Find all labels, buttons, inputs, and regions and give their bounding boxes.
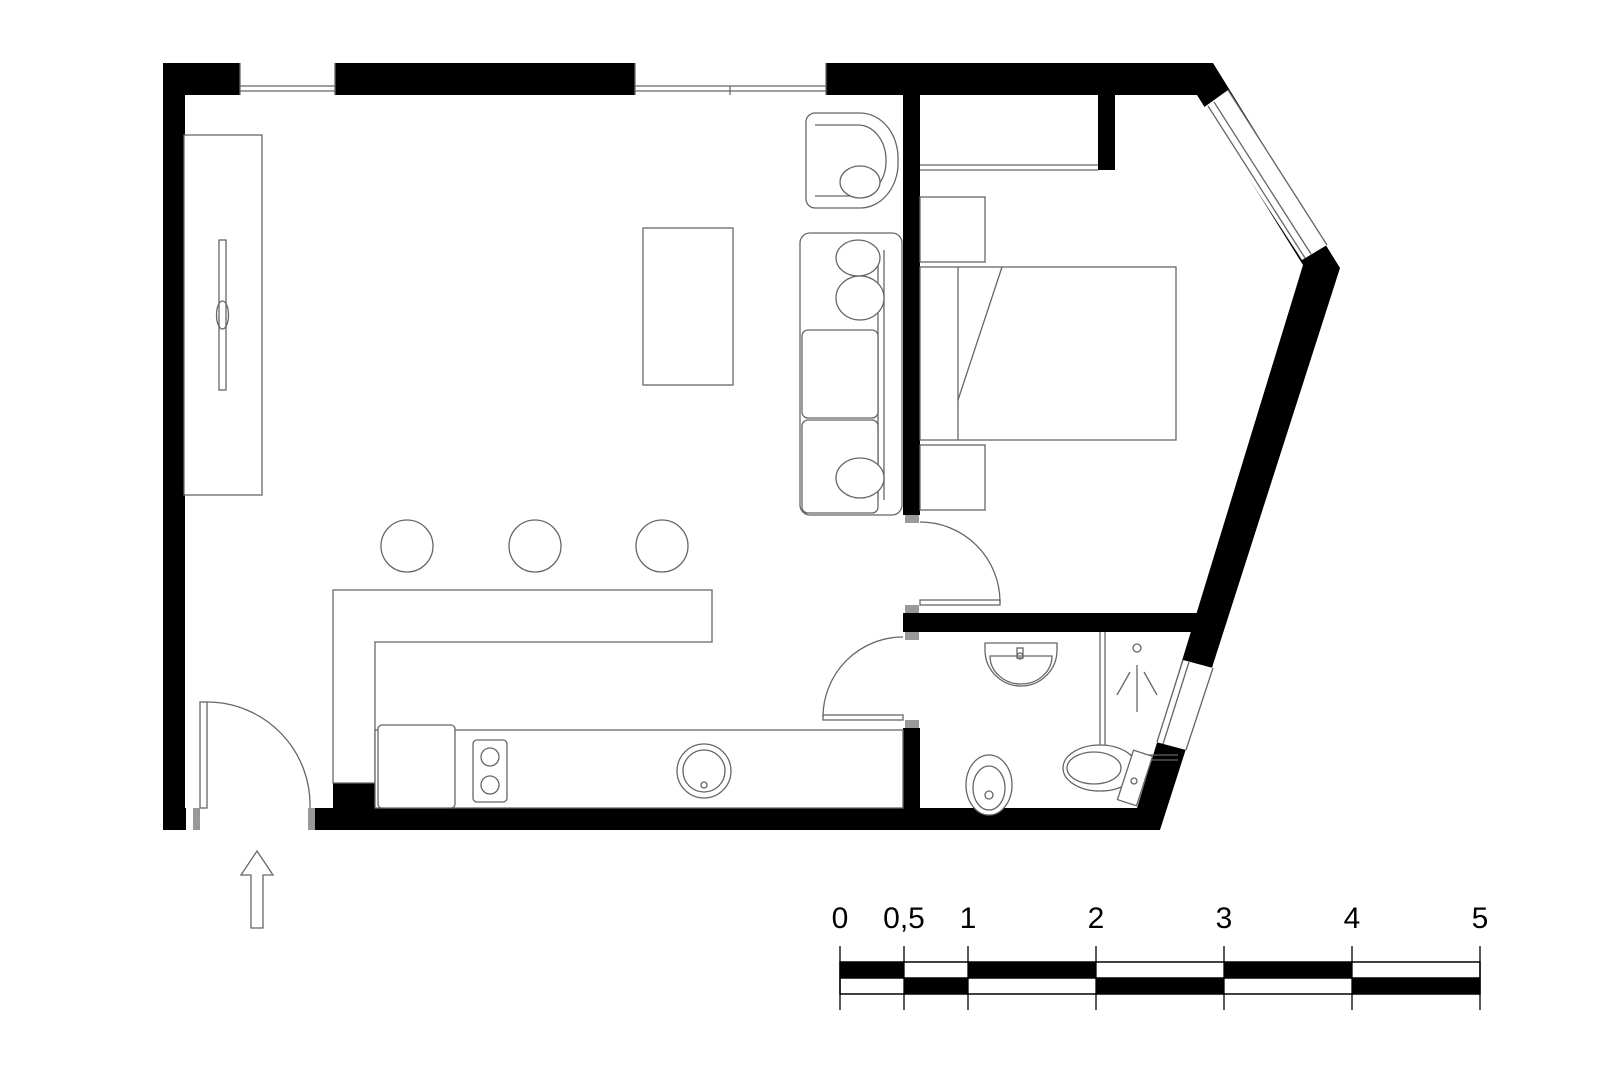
scale-label: 3 xyxy=(1216,902,1233,935)
entrance-opening xyxy=(186,805,315,835)
toilet xyxy=(1062,744,1154,807)
scale-segment xyxy=(904,978,968,994)
bathroom-sink xyxy=(984,642,1058,687)
scale-label: 4 xyxy=(1344,902,1361,935)
wardrobe xyxy=(183,134,263,496)
scale-label: 1 xyxy=(960,902,977,935)
arrow-up-icon xyxy=(239,849,275,929)
scale-segment xyxy=(840,962,904,978)
armchair xyxy=(805,112,899,209)
scale-segment xyxy=(968,962,1096,978)
sofa xyxy=(799,232,903,516)
scale-segment xyxy=(1352,978,1480,994)
scale-label: 0,5 xyxy=(883,902,925,935)
bidet xyxy=(965,754,1013,816)
nightstand xyxy=(919,444,986,511)
hob xyxy=(472,739,508,803)
bed xyxy=(919,266,1177,441)
window-bathroom xyxy=(1156,659,1214,751)
fridge xyxy=(377,724,456,809)
interior-walls xyxy=(333,95,1199,808)
bathroom-door[interactable] xyxy=(822,636,904,721)
coffee-table xyxy=(642,227,734,386)
bedroom-door[interactable] xyxy=(919,521,1001,606)
scale-label: 2 xyxy=(1088,902,1105,935)
window-bedroom xyxy=(1203,89,1328,260)
scale-bar xyxy=(839,946,1481,1010)
scale-label: 5 xyxy=(1472,902,1489,935)
kitchen-sink xyxy=(676,743,732,799)
window-top-left xyxy=(239,62,336,96)
scale-label: 0 xyxy=(832,902,849,935)
window-top-center xyxy=(634,62,827,96)
kitchen-counter xyxy=(374,724,904,809)
entrance-door[interactable] xyxy=(199,701,311,809)
bar-counter xyxy=(332,589,713,784)
nightstand xyxy=(919,196,986,263)
scale-segment xyxy=(1224,962,1352,978)
bar-stools xyxy=(380,519,689,573)
scale-segment xyxy=(1096,978,1224,994)
